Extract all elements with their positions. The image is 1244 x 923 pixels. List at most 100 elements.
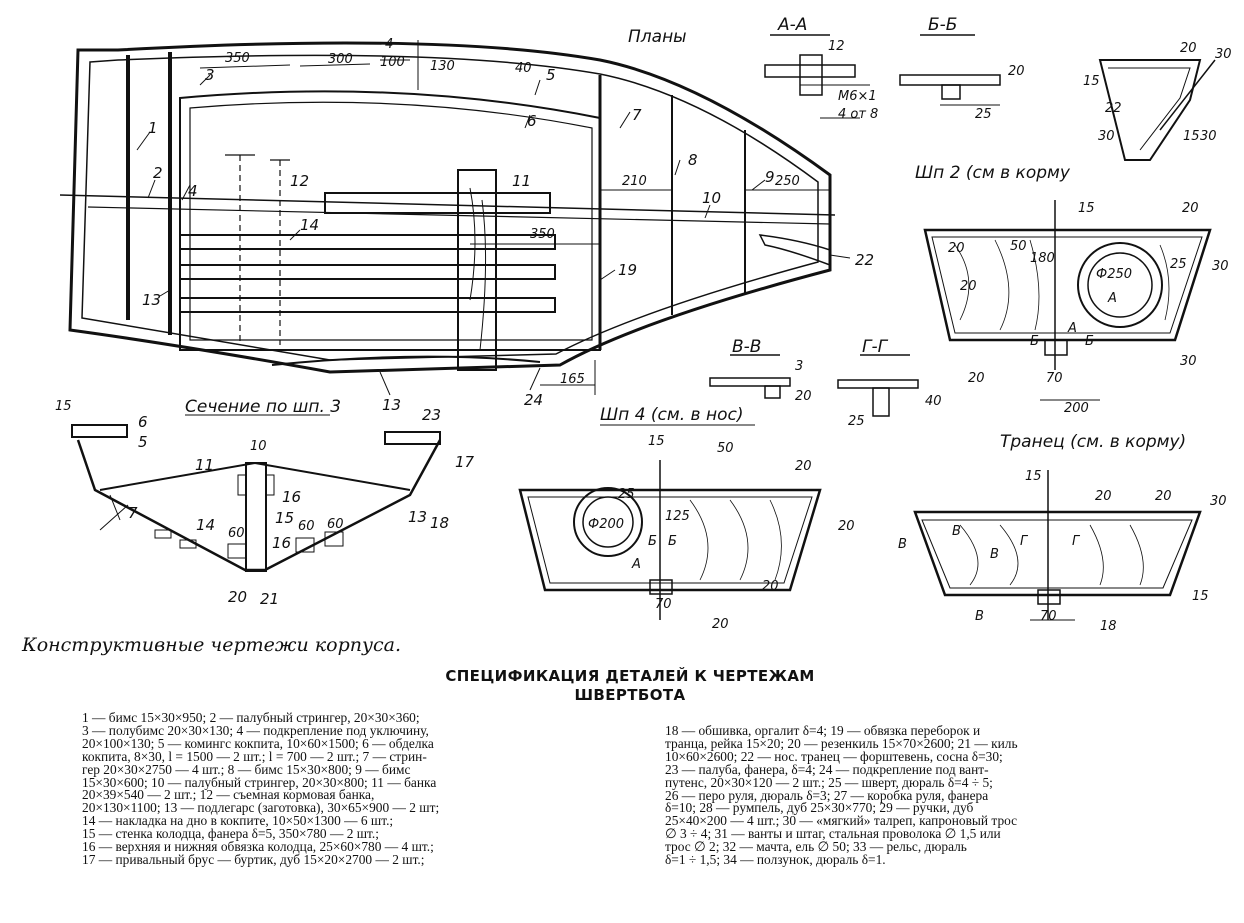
aa-dim: М6×1 [838,89,877,104]
frame4-dim: 20 [838,519,855,534]
aa-dim: 12 [828,39,845,54]
frame4-dim: Ф200 [588,517,624,532]
spec-line: 20×39×540 — 2 шт.; 12 — съемная кормовая… [82,787,375,803]
spec-line: 1 — бимс 15×30×950; 2 — палубный стринге… [82,710,420,725]
transom-dim: Г [1072,534,1081,549]
plan-label: 13 [382,396,401,414]
frame2-dim: 180 [1030,251,1055,266]
plan-label: 1 [148,119,158,137]
sec3-label: 16 [282,488,301,506]
plan-label: 24 [524,391,543,409]
spec-title-line-2: ШВЕРТБОТА [574,686,686,704]
corner-dim: 30 [1200,129,1217,144]
frame2-dim: 20 [960,279,977,294]
corner-dim: 22 [1105,101,1122,116]
aa-dim: 4 от 8 [838,107,878,122]
frame-4-drawing [518,424,822,620]
plan-label: 7 [632,106,642,124]
sec3-label: 23 [422,406,441,424]
sec3-label: 7 [128,504,138,522]
transom-dim: В [898,537,907,552]
frame4-dim: 125 [665,509,690,524]
plan-label: 13 [142,291,161,309]
plan-label: 6 [527,112,537,130]
frame2-dim: 20 [948,241,965,256]
spec-title-line-1: СПЕЦИФИКАЦИЯ ДЕТАЛЕЙ К ЧЕРТЕЖАМ [445,667,815,685]
section-3-title: Сечение по шп. 3 [185,397,341,417]
detail-gg [837,354,919,417]
plan-label: 22 [855,251,874,269]
frame2-dim: 30 [1180,354,1197,369]
vv-dim: 20 [795,389,812,404]
spec-line: 16 — верхняя и нижняя обвязка колодца, 2… [82,839,434,855]
plan-label: 11 [512,172,531,190]
sec3-label: 20 [228,588,247,606]
vv-dim: 3 [795,359,803,374]
plan-dim: 165 [560,372,585,387]
spec-column-right: 18 — обшивка, оргалит δ=4; 19 — обвязка … [665,724,1190,868]
frame2-dim: 200 [1064,401,1089,416]
frame4-dim: 70 [655,597,672,612]
plan-label: 2 [153,164,163,182]
section-bb-title: Б-Б [928,15,957,35]
spec-line: 15 — стенка колодца, фанера δ=5, 350×780… [82,826,379,842]
section-3-drawing [71,414,442,572]
frame2-dim: Б [1085,334,1094,349]
sec3-label: 60 [327,517,344,532]
frame4-dim: Б [648,534,657,549]
corner-dim: 15 [1083,74,1100,89]
frame2-dim: 20 [1182,201,1199,216]
frame4-dim: 20 [795,459,812,474]
plan-dim: 130 [430,59,455,74]
transom-dim: 30 [1210,494,1227,509]
plan-label: 19 [618,261,637,279]
plan-label: 9 [765,168,775,186]
transom-dim: 20 [1155,489,1172,504]
sec3-label: 13 [408,508,427,526]
plan-dim: 250 [775,174,800,189]
corner-dim: 15 [1183,129,1200,144]
sec3-label: 6 [138,413,148,431]
spec-line: 20×100×130; 5 — комингс кокпита, 10×60×1… [82,735,434,751]
frame2-dim: 70 [1046,371,1063,386]
sec3-label: 11 [195,456,214,474]
spec-line: 10×60×2600; 22 — нос. транец — форштевен… [665,748,1003,764]
frame2-dim: 30 [1212,259,1229,274]
spec-column-left: 1 — бимс 15×30×950; 2 — палубный стринге… [82,710,602,867]
spec-line: гер 20×30×2750 — 4 шт.; 8 — бимс 15×30×8… [82,761,411,777]
frame-2-drawing [923,200,1212,401]
sec3-label: 17 [455,453,475,471]
plan-dim: 300 [328,52,353,67]
sec3-label: 10 [250,439,267,454]
plan-dim: 210 [622,174,647,189]
spec-line: δ=1 ÷ 1,5; 34 — ползунок, дюраль δ=1. [665,852,886,868]
plan-dim: 40 [515,61,532,76]
detail-vv [709,354,791,399]
gg-dim: 25 [848,414,865,429]
transom-drawing [913,470,1202,621]
spec-line: 25×40×200 — 4 шт.; 30 — «мягкий» талреп,… [665,813,1018,829]
section-gg-title: Г-Г [862,337,889,357]
spec-line: 17 — привальный брус — буртик, дуб 15×20… [82,851,425,867]
plans-title: Планы [628,27,687,47]
frame2-dim: 25 [1170,257,1187,272]
spec-line: кокпита, 8×30, l = 1500 — 2 шт.; l = 700… [82,748,427,764]
plan-dim: 100 [380,55,405,70]
sec3-label: 5 [138,433,148,451]
frame-4-title: Шп 4 (см. в нос) [600,405,743,425]
spec-title: СПЕЦИФИКАЦИЯ ДЕТАЛЕЙ К ЧЕРТЕЖАМ ШВЕРТБОТ… [330,667,930,705]
sec3-label: 60 [298,519,315,534]
transom-dim: В [952,524,961,539]
transom-dim: 20 [1095,489,1112,504]
spec-line: ∅ 3 ÷ 4; 31 — ванты и штаг, стальная про… [665,826,1001,842]
plan-dim: 350 [530,227,555,242]
frame-2-title: Шп 2 (см в корму [915,163,1071,183]
plan-label: 14 [300,216,319,234]
spec-line: 14 — накладка на дно в кокпите, 10×50×13… [82,813,394,829]
section-aa-title: А-А [777,15,807,35]
plan-label: 5 [546,66,556,84]
figure-caption: Конструктивные чертежи корпуса. [22,634,402,656]
plan-dim: 350 [225,51,250,66]
section-vv-title: В-В [732,337,761,357]
